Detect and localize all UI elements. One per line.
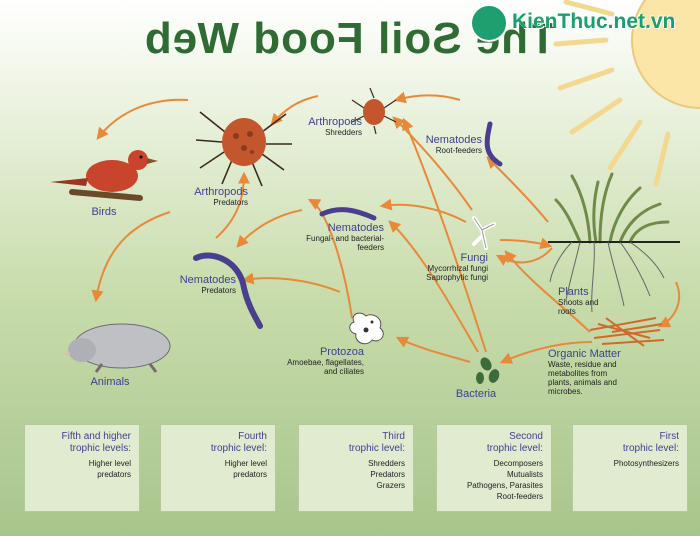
predator-arthropod-icon	[195, 111, 292, 187]
organic-matter-icon	[589, 317, 665, 347]
label-birds: Birds	[91, 206, 117, 218]
arrow-fungi-to-fungal-nematodes	[379, 198, 467, 223]
fungal-nematode-icon	[319, 207, 377, 221]
trophic-level-third: Third trophic level: Shredders Predators…	[298, 424, 414, 512]
arrow-organic-to-bacteria	[499, 341, 593, 364]
plants-icon	[548, 172, 680, 313]
label-arthropods-predators: Arthropods Predators	[194, 186, 248, 207]
bird-icon	[50, 150, 158, 201]
trophic-level-fifth: Fifth and higher trophic levels: Higher …	[24, 424, 140, 512]
label-nematodes-root-feeders: Nematodes Root-feeders	[425, 134, 482, 155]
arrow-bacteria-to-shredders	[402, 117, 487, 353]
logo-text: KienThuc.net.vn	[512, 10, 676, 33]
root-nematode-icon	[484, 121, 503, 167]
arrow-fungi-to-shredders	[392, 116, 473, 211]
arrow-arthropods-to-birds	[96, 98, 189, 140]
arrow-organic-to-fungi	[504, 250, 591, 333]
label-plants: Plants Shoots and roots	[558, 286, 599, 316]
label-protozoa: Protozoa Amoebae, flagellates, and cilia…	[287, 346, 364, 376]
arrow-bacteria-to-protozoa	[395, 336, 471, 363]
arrow-bacteria-to-fungal-nematodes	[388, 220, 479, 353]
logo: KienThuc.net.vn	[470, 4, 698, 44]
arrow-shredders-to-predator-arthropods	[270, 95, 319, 126]
trophic-level-first: First trophic level: Photosynthesizers	[572, 424, 688, 512]
wifi-leaf-icon	[470, 4, 508, 42]
animal-mole-icon	[64, 323, 171, 373]
arrow-protozoa-to-predators	[241, 272, 341, 293]
arrow-birds-to-animals	[91, 211, 171, 303]
arrow-plants-to-organic	[657, 281, 681, 328]
trophic-level-second: Second trophic level: Decomposers Mutual…	[436, 424, 552, 512]
label-nematodes-predators: Nematodes Predators	[179, 274, 236, 295]
label-bacteria: Bacteria	[455, 388, 497, 400]
arrow-plants-to-root-nematodes	[486, 156, 549, 223]
bacteria-icon	[476, 357, 500, 384]
trophic-level-fourth: Fourth trophic level: Higher level preda…	[160, 424, 276, 512]
shredder-arthropod-icon	[351, 87, 397, 135]
label-animals: Animals	[90, 376, 130, 388]
label-organic-matter: Organic Matter Waste, residue and metabo…	[548, 348, 621, 396]
sun-icon	[553, 0, 700, 187]
arrow-fungi-to-plants	[499, 237, 553, 250]
arrow-protozoa-to-arthropods	[307, 198, 353, 319]
arrow-root-nematodes-to-shredders	[393, 91, 461, 104]
predator-nematode-icon	[193, 252, 263, 329]
arrow-plants-to-fungi	[495, 247, 553, 266]
arrow-nematodes-to-arthropods	[215, 171, 250, 239]
label-nematodes-fungal-bacterial: Nematodes Fungal- and bacterial-feeders	[306, 222, 384, 252]
arrow-fungal-nematodes-to-predators	[236, 209, 303, 248]
label-fungi: Fungi Mycorrhizal fungi Saprophytic fung…	[426, 252, 488, 282]
protozoa-icon	[349, 312, 384, 345]
label-arthropods-shredders: Arthropods Shredders	[308, 116, 362, 137]
